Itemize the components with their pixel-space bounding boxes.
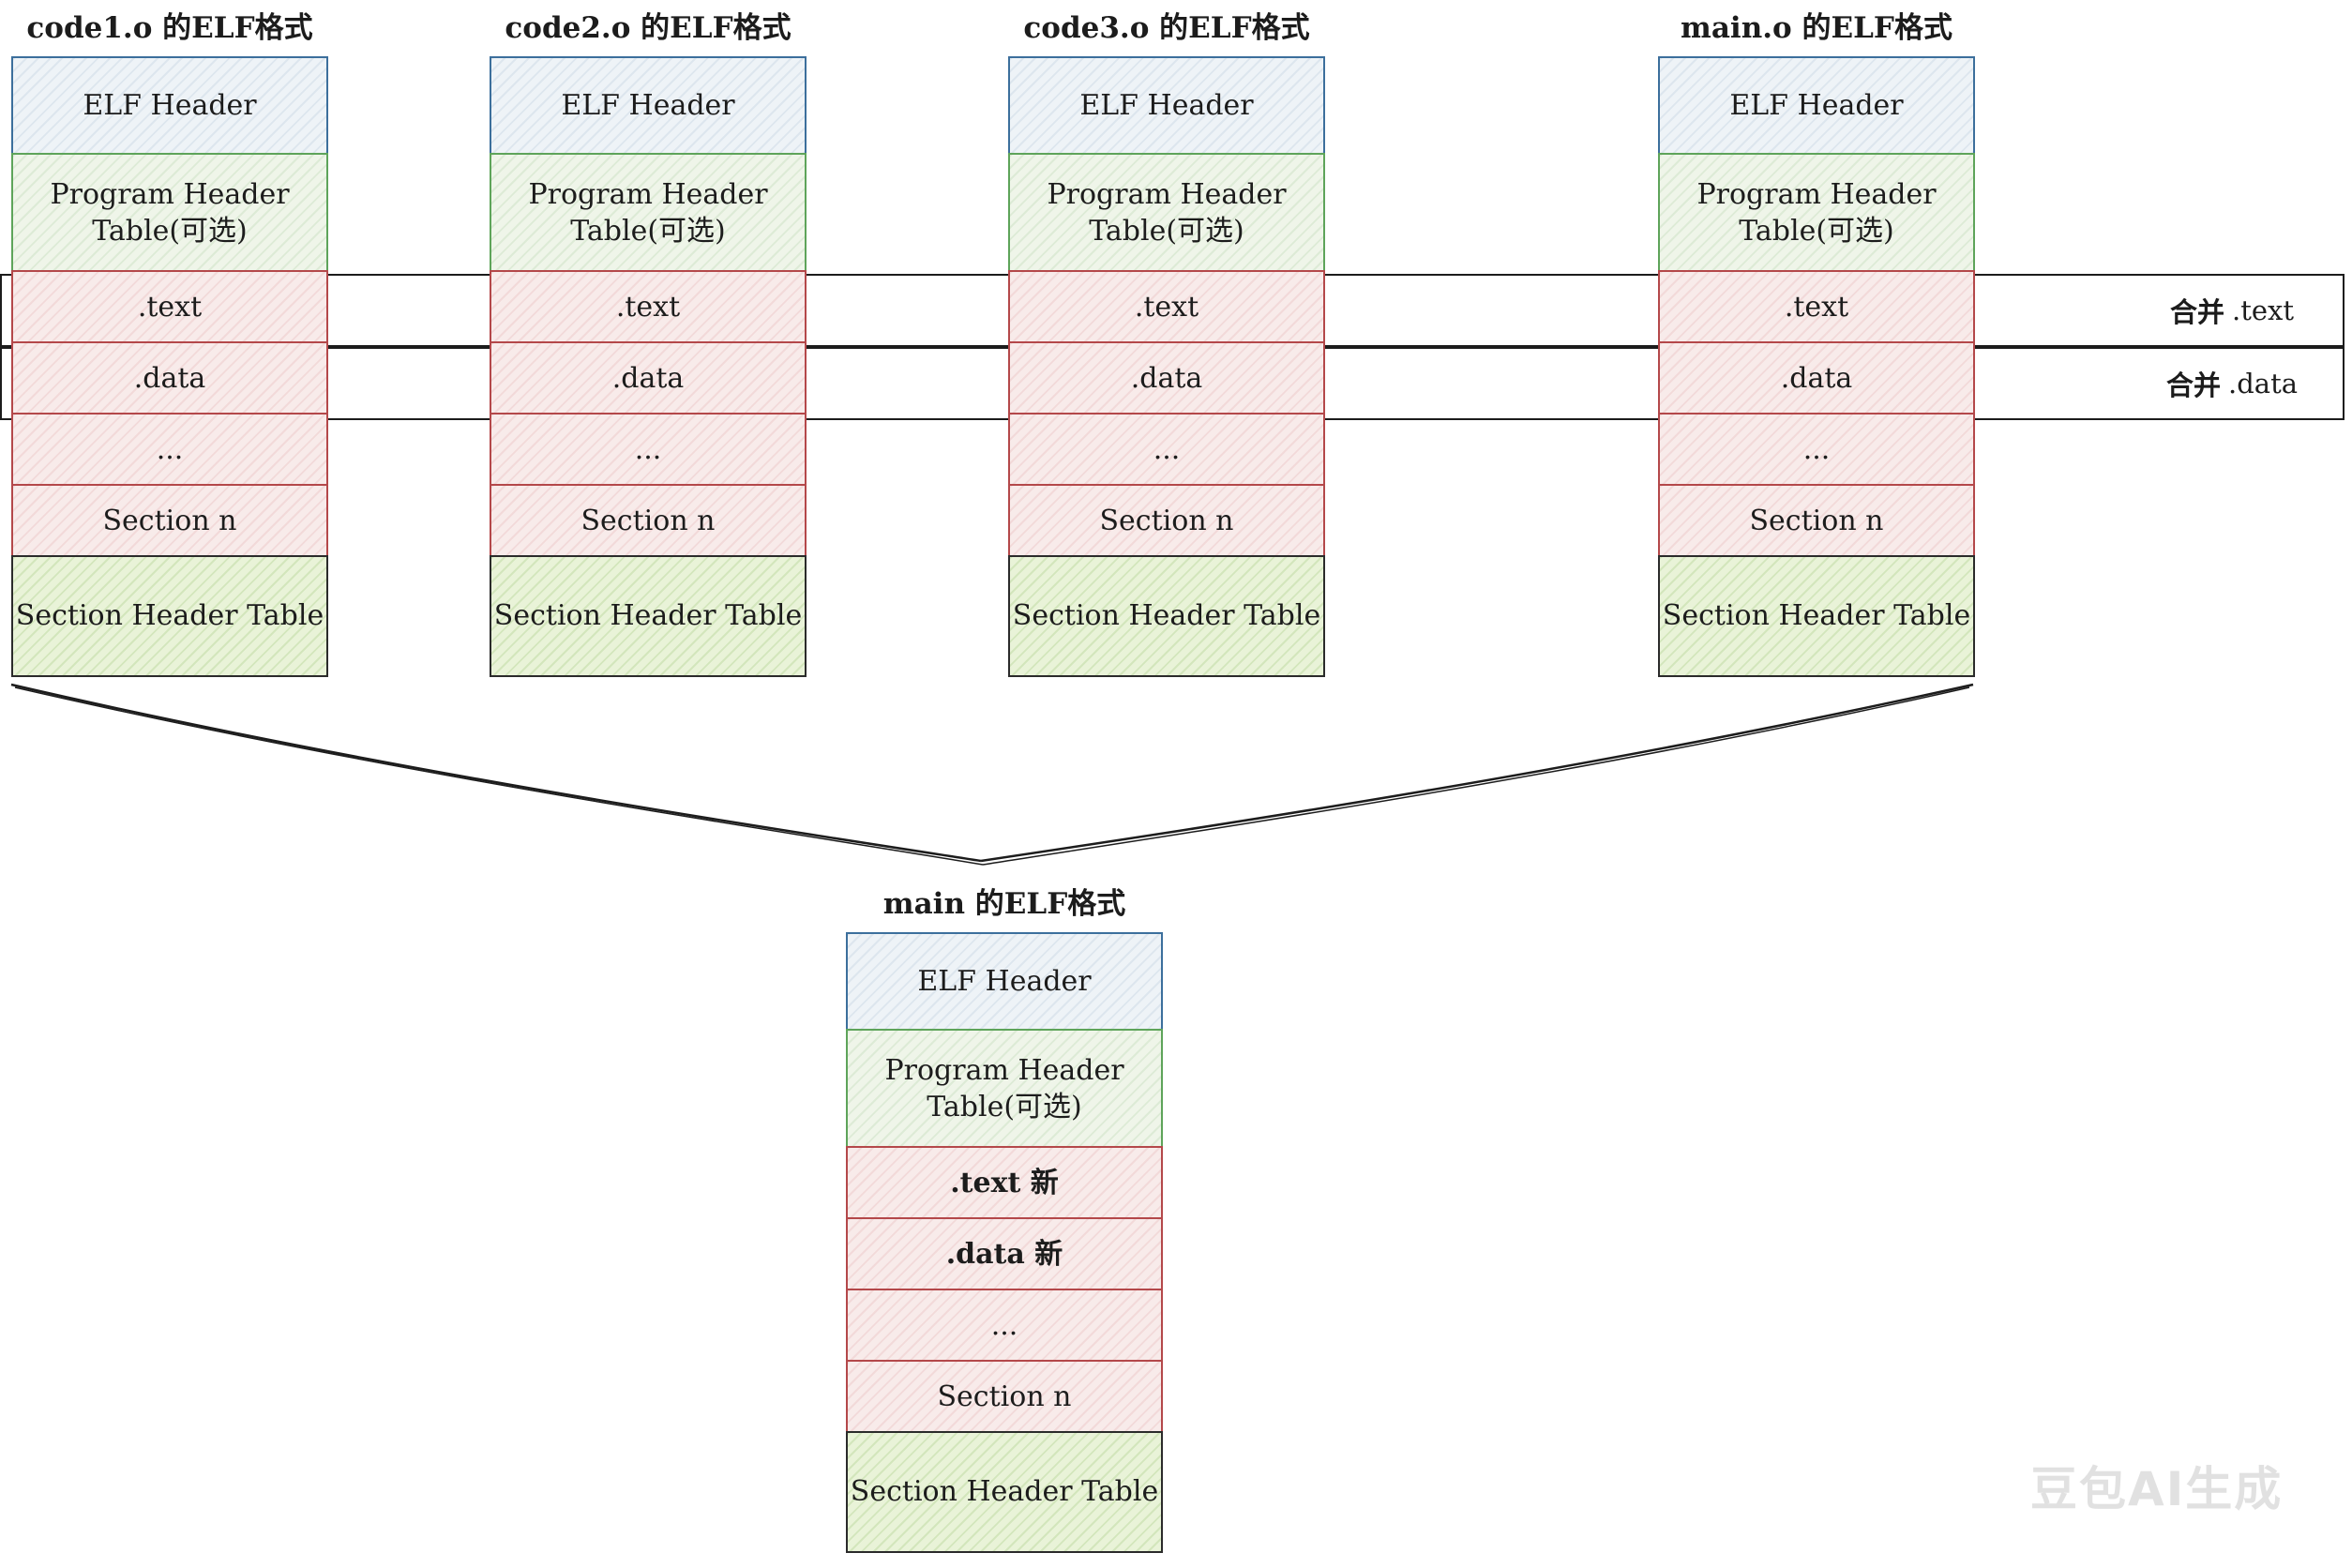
elf-header-block: ELF Header [1658, 56, 1975, 155]
data-section-block: .data [11, 341, 328, 415]
elf-header-block: ELF Header [490, 56, 807, 155]
elf-title: main.o 的ELF格式 [1681, 11, 1952, 45]
elf-code1: code1.o 的ELF格式 ELF Header Program Header… [11, 11, 328, 677]
data-new-section-block: .data 新 [846, 1217, 1163, 1290]
section-n-block: Section n [1008, 484, 1325, 557]
merge-text-label: 合并.text [2169, 294, 2295, 328]
elf-header-block: ELF Header [11, 56, 328, 155]
section-header-table-block: Section Header Table [1658, 555, 1975, 677]
section-header-table-block: Section Header Table [1008, 555, 1325, 677]
elf-title: code1.o 的ELF格式 [26, 11, 313, 45]
section-n-block: Section n [490, 484, 807, 557]
section-header-table-block: Section Header Table [11, 555, 328, 677]
text-section-block: .text [1008, 270, 1325, 343]
ellipsis-section-block: ... [1658, 413, 1975, 486]
section-header-table-block: Section Header Table [846, 1431, 1163, 1553]
elf-code3: code3.o 的ELF格式 ELF Header Program Header… [1008, 11, 1325, 677]
elf-title: code2.o 的ELF格式 [505, 11, 792, 45]
section-n-block: Section n [11, 484, 328, 557]
elf-title: code3.o 的ELF格式 [1023, 11, 1310, 45]
ellipsis-section-block: ... [846, 1289, 1163, 1362]
text-section-block: .text [11, 270, 328, 343]
data-section-block: .data [490, 341, 807, 415]
watermark: 豆包AI生成 [2030, 1462, 2284, 1516]
ellipsis-section-block: ... [490, 413, 807, 486]
text-section-block: .text [490, 270, 807, 343]
elf-title: main 的ELF格式 [882, 887, 1126, 921]
data-section-block: .data [1008, 341, 1325, 415]
ellipsis-section-block: ... [11, 413, 328, 486]
section-header-table-block: Section Header Table [490, 555, 807, 677]
ellipsis-section-block: ... [1008, 413, 1325, 486]
elf-header-block: ELF Header [1008, 56, 1325, 155]
text-new-section-block: .text 新 [846, 1146, 1163, 1219]
text-section-block: .text [1658, 270, 1975, 343]
elf-code2: code2.o 的ELF格式 ELF Header Program Header… [490, 11, 807, 677]
section-n-block: Section n [1658, 484, 1975, 557]
merge-data-label: 合并.data [2165, 368, 2299, 401]
data-section-block: .data [1658, 341, 1975, 415]
section-n-block: Section n [846, 1360, 1163, 1433]
elf-header-block: ELF Header [846, 932, 1163, 1031]
